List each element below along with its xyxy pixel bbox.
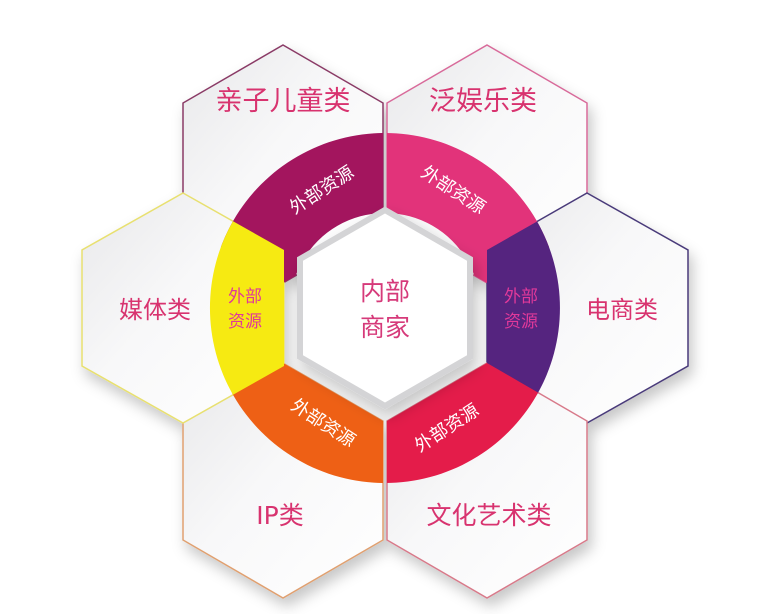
label-bottom-left: IP类	[256, 501, 303, 530]
label-left: 媒体类	[119, 296, 191, 324]
segment-label-right-1: 外部	[504, 287, 538, 307]
segment-label-left-1: 外部	[228, 287, 262, 307]
segment-label-left-2: 资源	[228, 312, 262, 332]
center-hexagon	[297, 206, 473, 410]
label-bottom-right: 文化艺术类	[426, 501, 551, 530]
segment-label-right-2: 资源	[504, 312, 538, 332]
label-right: 电商类	[586, 296, 658, 324]
label-top-left: 亲子儿童类	[216, 86, 351, 117]
center-line-1: 内部	[360, 277, 410, 306]
label-top-right: 泛娱乐类	[429, 86, 537, 117]
center-line-2: 商家	[360, 313, 410, 342]
